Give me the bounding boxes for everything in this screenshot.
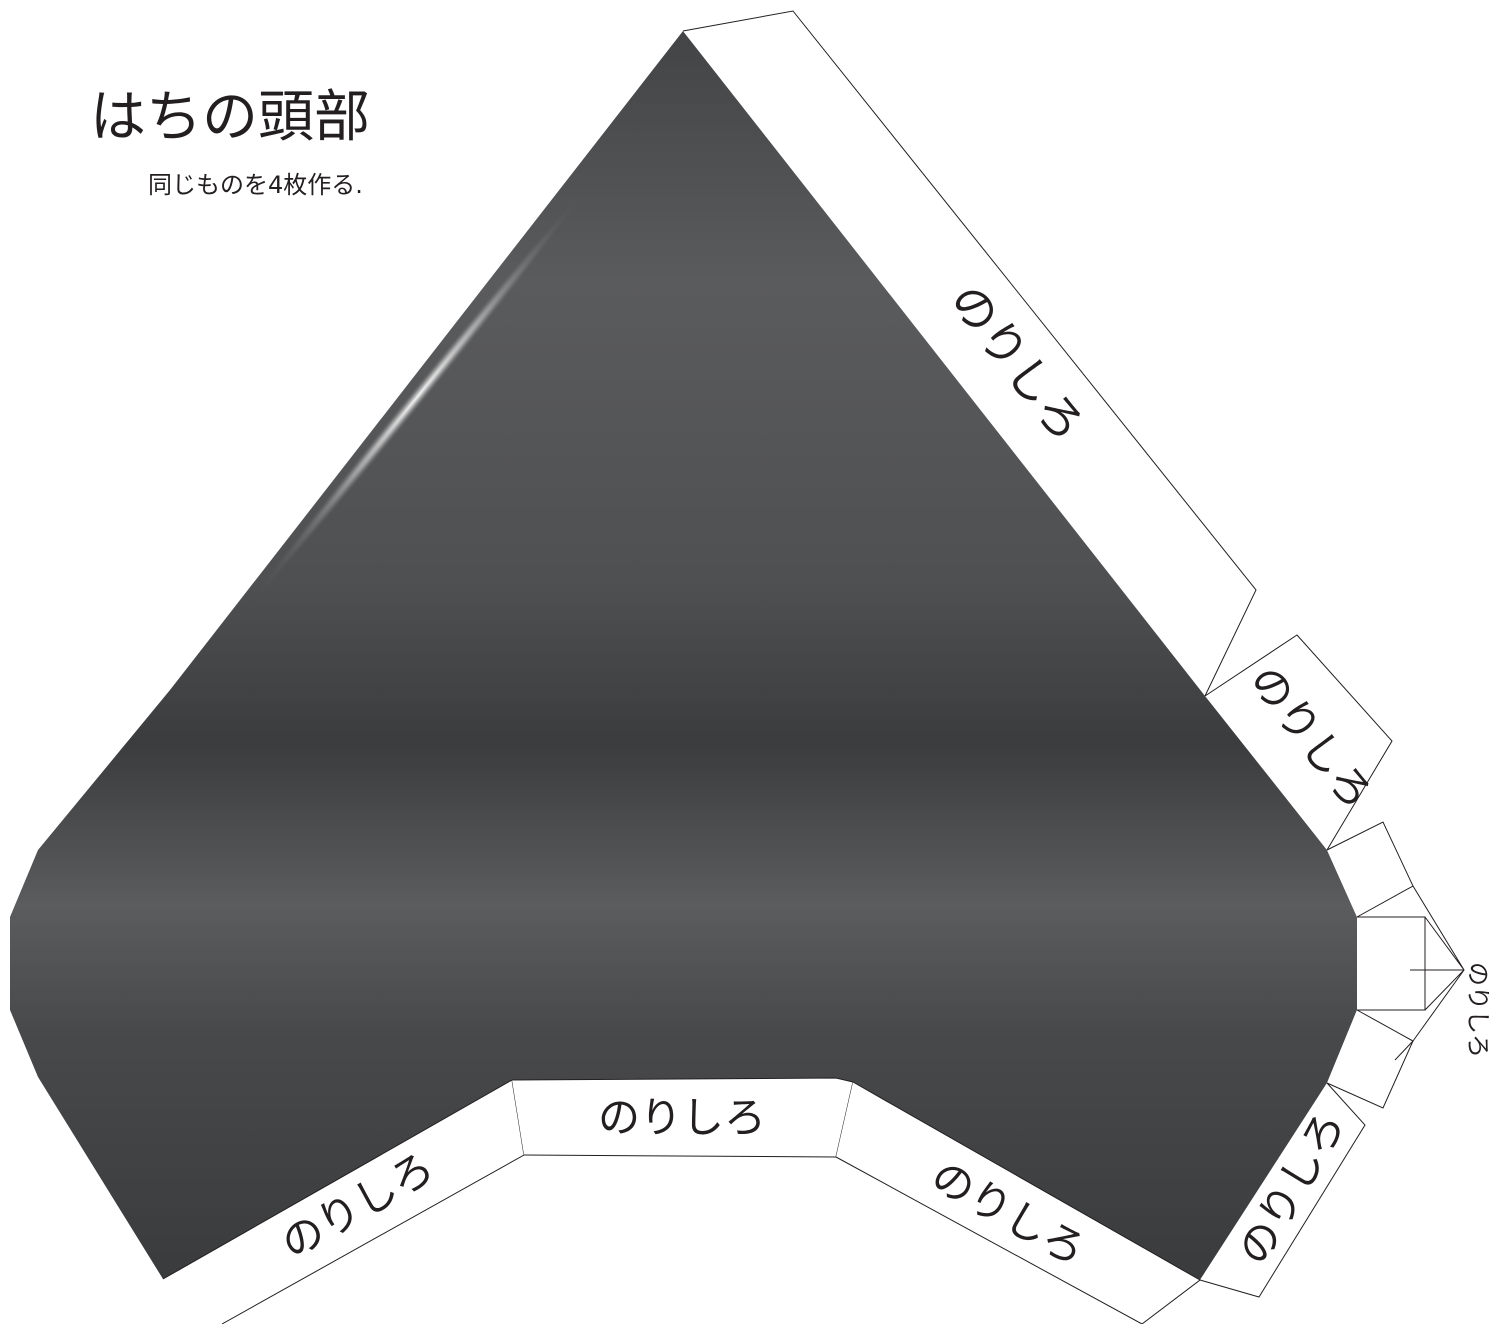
glue-tab-label-right-small: のりしろ xyxy=(1464,962,1492,1058)
glue-tab-lower-right xyxy=(1199,1082,1366,1298)
glue-tab-right-mid xyxy=(1204,634,1393,851)
glue-tab-bottom-right xyxy=(835,1081,1201,1324)
page-title: はちの頭部 xyxy=(90,85,370,150)
glue-tab-label-bottom-center: のりしろ xyxy=(598,1093,766,1142)
head-piece-body xyxy=(10,31,1357,1280)
glue-tab-right-small-1 xyxy=(1326,821,1414,918)
glue-tab-right-small-3 xyxy=(1326,1009,1414,1109)
glue-tab-right-small-2 xyxy=(1357,916,1426,1011)
glossy-highlight xyxy=(254,193,582,599)
glue-tab-upper-right xyxy=(682,10,1257,697)
label-pointer-lines xyxy=(1394,885,1465,1061)
instruction-text: 同じものを4枚作る. xyxy=(148,171,363,199)
